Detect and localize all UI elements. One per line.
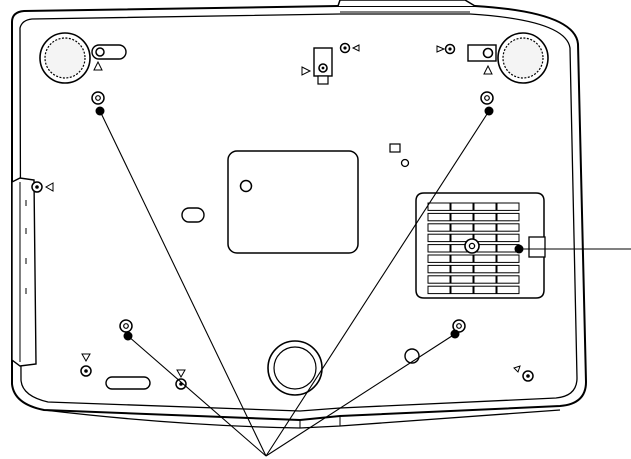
foot-top-left (39, 32, 91, 84)
cover-screw-hole (239, 179, 253, 193)
vent-slot (450, 285, 474, 295)
vent-slot (473, 275, 497, 284)
foot-top-right (497, 32, 549, 84)
center-cover-plate (227, 150, 359, 254)
vent-slot (427, 223, 451, 232)
vent-slot (427, 244, 451, 253)
vent-slot (496, 275, 520, 284)
vent-slot (496, 285, 520, 295)
mount-screw-2 (480, 91, 494, 105)
vent-slot (496, 223, 520, 232)
vent-slot (450, 212, 474, 222)
vent-slot (450, 254, 474, 263)
vent-slot (496, 212, 520, 222)
vent-slot (496, 202, 520, 211)
triangle-marker-icon (81, 353, 91, 363)
slider-top-right (467, 44, 497, 62)
round-foot-bottom-center (267, 340, 323, 396)
left-side-panel (11, 177, 37, 367)
vent-slot (496, 233, 520, 243)
mount-screw-1 (91, 91, 105, 105)
triangle-marker-icon (93, 60, 103, 71)
vent-slot (496, 264, 520, 274)
triangle-marker-icon (436, 45, 446, 53)
triangle-marker-icon (351, 44, 360, 52)
vent-slot (450, 223, 474, 232)
slider-top-left (91, 44, 127, 60)
small-square-mark (389, 143, 401, 153)
bottom-right-hole (404, 348, 420, 364)
oval-slot-bottom (105, 376, 151, 390)
vent-slot (450, 264, 474, 274)
vent-slot (496, 254, 520, 263)
vent-slot (427, 233, 451, 243)
vent-slot (473, 233, 497, 243)
screw-icon (444, 43, 456, 55)
callout-dot-icon (514, 244, 524, 254)
vent-slot (473, 212, 497, 222)
triangle-marker-icon (513, 365, 521, 373)
screw-icon (339, 42, 351, 54)
screw-icon (522, 370, 534, 382)
callout-dot-icon (123, 331, 133, 341)
vent-slot (427, 254, 451, 263)
lamp-cover (415, 192, 546, 299)
vent-grid (427, 202, 520, 295)
screw-icon (31, 181, 43, 193)
small-hole (400, 158, 410, 168)
vent-slot (427, 264, 451, 274)
callout-dot-icon (95, 106, 105, 116)
vent-slot (450, 233, 474, 243)
vent-slot (450, 202, 474, 211)
vent-slot (450, 275, 474, 284)
oval-slot-left (181, 207, 205, 223)
vent-slot (473, 264, 497, 274)
body-bottom-lip (43, 409, 561, 429)
mount-screw-3 (119, 319, 133, 333)
vent-slot (427, 202, 451, 211)
vent-slot (427, 285, 451, 295)
center-latch (313, 47, 333, 85)
triangle-marker-icon (301, 66, 312, 76)
triangle-marker-icon (44, 182, 54, 192)
vent-slot (427, 275, 451, 284)
callout-dot-icon (450, 329, 460, 339)
callout-lines (99, 110, 631, 457)
vent-slot (427, 212, 451, 222)
triangle-marker-icon (176, 369, 186, 379)
vent-slot (473, 254, 497, 263)
callout-dot-icon (484, 106, 494, 116)
vent-slot (473, 285, 497, 295)
lens-housing-top (337, 0, 476, 7)
projector-body-inner-outline (19, 13, 578, 412)
vent-slot (473, 202, 497, 211)
vent-slot (473, 223, 497, 232)
screw-icon (80, 365, 92, 377)
screw-icon (175, 378, 187, 390)
triangle-marker-icon (483, 64, 493, 75)
